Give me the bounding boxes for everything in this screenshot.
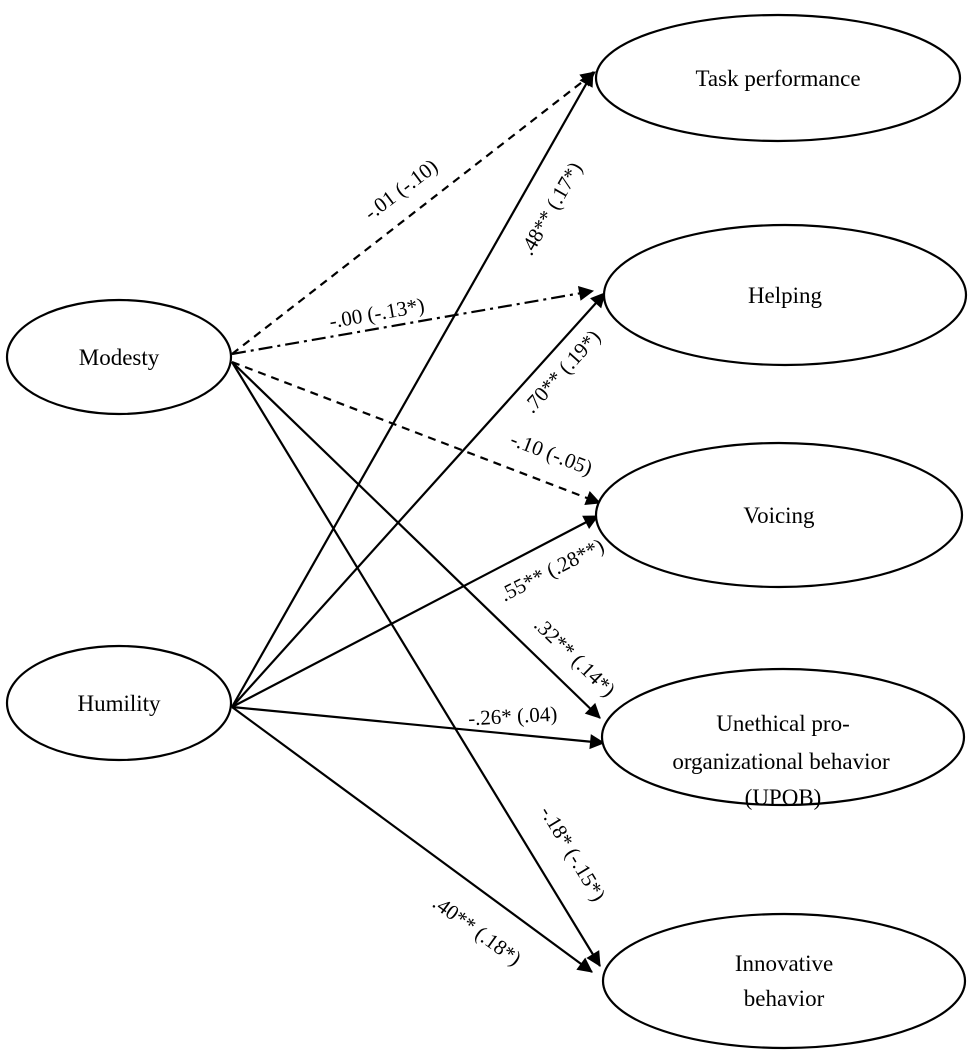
node-innovative-behavior-ellipse [601, 912, 967, 1050]
node-humility-label: Humility [77, 691, 161, 716]
label-humility-upob: -.26* (.04) [467, 702, 557, 731]
node-voicing-label: Voicing [743, 503, 815, 528]
edge-labels: -.01 (-.10) -.00 (-.13*) -.10 (-.05) .32… [327, 154, 620, 970]
path-modesty-voicing [231, 360, 601, 505]
path-modesty-innovative [231, 361, 601, 967]
label-humility-helping: .70** (.19*) [518, 325, 605, 418]
node-humility-ellipse [5, 644, 233, 762]
node-modesty-label: Modesty [79, 345, 160, 370]
path-modesty-task [231, 71, 596, 355]
label-humility-voicing: .55** (.28**) [496, 533, 608, 606]
node-voicing: Voicing [594, 441, 964, 589]
node-helping: Helping [602, 223, 968, 367]
node-upob-label-line-1: Unethical pro- [716, 711, 849, 736]
node-innovative-behavior-label-line-2: behavior [744, 986, 825, 1011]
path-modesty-helping [231, 285, 595, 356]
node-upob-label-line-2: organizational behavior [672, 749, 890, 774]
node-helping-label: Helping [748, 283, 823, 308]
node-task-performance: Task performance [594, 13, 962, 143]
path-modesty-upob [231, 361, 601, 719]
node-helping-ellipse [602, 223, 968, 367]
path-humility-task [231, 71, 594, 708]
label-modesty-helping: -.00 (-.13*) [327, 293, 426, 333]
label-modesty-innovative: -.18* (-.15*) [535, 801, 611, 905]
node-upob-ellipse [600, 667, 966, 807]
node-upob: Unethical pro- organizational behavior (… [600, 667, 966, 810]
node-humility: Humility [5, 644, 233, 762]
node-task-performance-label: Task performance [695, 66, 860, 91]
node-modesty: Modesty [5, 298, 233, 416]
node-voicing-ellipse [594, 441, 964, 589]
node-innovative-behavior-label-line-1: Innovative [735, 951, 833, 976]
node-upob-label-line-3: (UPOB) [745, 785, 822, 810]
node-modesty-ellipse [5, 298, 233, 416]
label-humility-innovative: .40** (.18*) [428, 890, 526, 970]
path-humility-upob [231, 705, 606, 750]
edges [231, 71, 606, 973]
node-task-performance-ellipse [594, 13, 962, 143]
label-humility-task: .48** (.17*) [515, 158, 587, 259]
label-modesty-upob: .32** (.14*) [529, 612, 620, 701]
node-innovative-behavior: Innovative behavior [601, 912, 967, 1050]
path-humility-voicing [231, 515, 599, 708]
label-modesty-task: -.01 (-.10) [359, 154, 442, 225]
path-humility-helping [231, 292, 606, 708]
path-humility-innovative [231, 706, 593, 973]
